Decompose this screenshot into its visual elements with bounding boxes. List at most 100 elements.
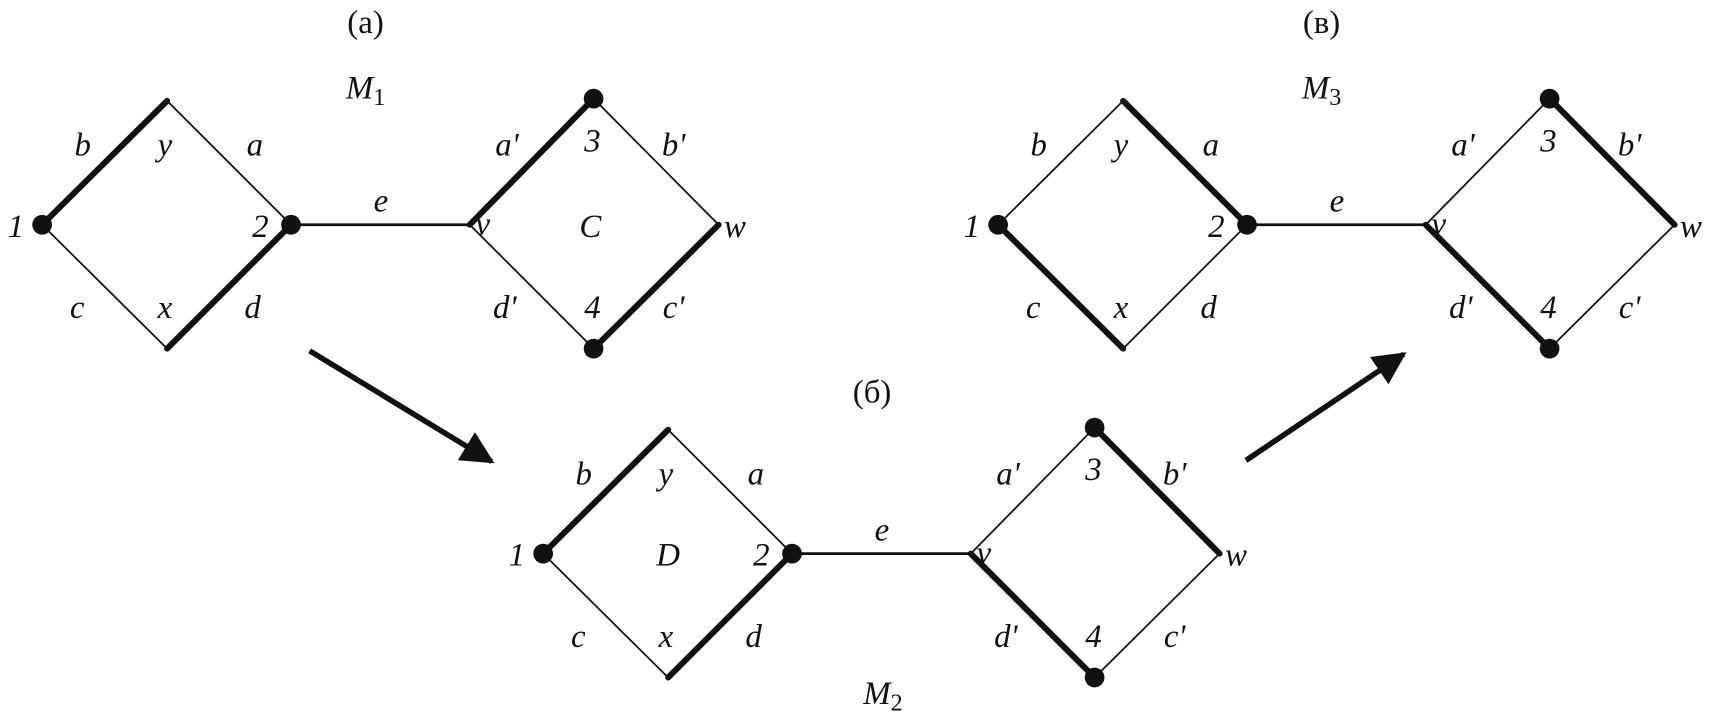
edge-a-prime (969, 426, 1096, 555)
matching-letter: M (1301, 71, 1331, 107)
label-x: x (1113, 290, 1129, 326)
edge-c (41, 223, 168, 350)
edge-b-prime (592, 97, 720, 226)
label-x: x (157, 290, 173, 326)
vertex-1 (533, 543, 554, 564)
edge-b (997, 99, 1124, 226)
label-a: a (748, 457, 764, 493)
vertex-3 (583, 88, 604, 109)
caption: (в) (1303, 5, 1340, 41)
label-c-prime: c' (663, 290, 686, 326)
label-1: 1 (8, 209, 24, 245)
label-a-prime: a' (996, 457, 1020, 493)
label-2: 2 (753, 538, 769, 574)
label-a: a (247, 128, 263, 164)
vertex-4 (1084, 667, 1105, 688)
edge-a (166, 99, 292, 226)
label-c: c (70, 290, 85, 326)
label-d-prime: d' (493, 290, 517, 326)
label-2: 2 (252, 209, 268, 245)
label-b: b (1030, 128, 1046, 164)
edge-d-prime (468, 223, 595, 350)
edge-c (542, 552, 670, 679)
edge-d (1122, 223, 1248, 350)
label-1: 1 (509, 538, 525, 574)
edge-a-prime (1424, 97, 1551, 226)
edge-c-prime (1093, 552, 1221, 679)
vertex-2 (281, 214, 301, 235)
label-c: c (571, 619, 586, 655)
label-d: d (1200, 290, 1217, 326)
edge-b-prime-matched (1546, 95, 1678, 228)
arrow-a-to-b (308, 348, 495, 464)
label-w: w (724, 209, 746, 245)
edge-a-prime-matched (466, 95, 597, 228)
label-d: d (745, 619, 762, 655)
label-e: e (374, 184, 389, 220)
label-c: c (1026, 290, 1041, 326)
label-x: x (658, 619, 674, 655)
edge-c-matched (995, 221, 1127, 352)
label-b-prime: b' (1618, 128, 1642, 164)
edge-b-matched (540, 426, 672, 557)
label-b: b (74, 128, 90, 164)
label-3: 3 (1084, 452, 1101, 488)
vertex-3 (1084, 417, 1105, 438)
vertex-4 (1539, 338, 1560, 359)
edge-b-matched (39, 97, 171, 228)
label-1: 1 (964, 209, 980, 245)
edge-d-matched (164, 221, 295, 352)
edge-b-prime-matched (1091, 424, 1223, 557)
label-a-prime: a' (495, 128, 519, 164)
label-4: 4 (584, 290, 600, 326)
vertex-2 (1237, 214, 1257, 235)
label-v: v (977, 536, 992, 572)
matching-name: M1 (345, 71, 385, 112)
label-b-prime: b' (1163, 457, 1187, 493)
caption: (а) (347, 5, 384, 41)
label-c-prime: c' (1619, 290, 1642, 326)
matching-name: M3 (1301, 71, 1341, 112)
label-4: 4 (1085, 619, 1101, 655)
matching-subscript: 2 (891, 690, 903, 716)
edge-c-prime-matched (590, 221, 722, 352)
label-3: 3 (583, 123, 600, 159)
label-a-prime: a' (1451, 128, 1475, 164)
label-y: y (155, 128, 173, 164)
label-y: y (1111, 128, 1129, 164)
label-e: e (875, 512, 890, 548)
edge-a (667, 428, 793, 555)
matching-name: M2 (862, 676, 902, 717)
edge-c-prime (1548, 223, 1676, 350)
label-w: w (1680, 209, 1702, 245)
label-y: y (656, 457, 674, 493)
vertex-2 (782, 543, 802, 564)
matching-subscript: 1 (373, 85, 385, 111)
label-v: v (1432, 207, 1447, 243)
label-b-prime: b' (662, 128, 686, 164)
matching-letter: M (862, 676, 892, 712)
label-c-prime: c' (1164, 619, 1187, 655)
edge-d-prime-matched (967, 550, 1098, 681)
label-w: w (1225, 538, 1247, 574)
label-e: e (1330, 184, 1345, 220)
matching-letter: M (345, 71, 375, 107)
label-3: 3 (1539, 123, 1556, 159)
vertex-1 (32, 214, 53, 235)
edge-a-matched (1120, 97, 1251, 228)
label-a: a (1203, 128, 1219, 164)
face-label: C (579, 209, 602, 245)
label-2: 2 (1208, 209, 1224, 245)
caption: (б) (853, 374, 892, 410)
label-d-prime: d' (994, 619, 1018, 655)
matching-subscript: 3 (1329, 85, 1341, 111)
arrow-b-to-c (1244, 351, 1407, 463)
label-4: 4 (1540, 290, 1556, 326)
label-d-prime: d' (1449, 290, 1473, 326)
face-label: D (655, 538, 680, 574)
edge-d-matched (665, 550, 796, 681)
